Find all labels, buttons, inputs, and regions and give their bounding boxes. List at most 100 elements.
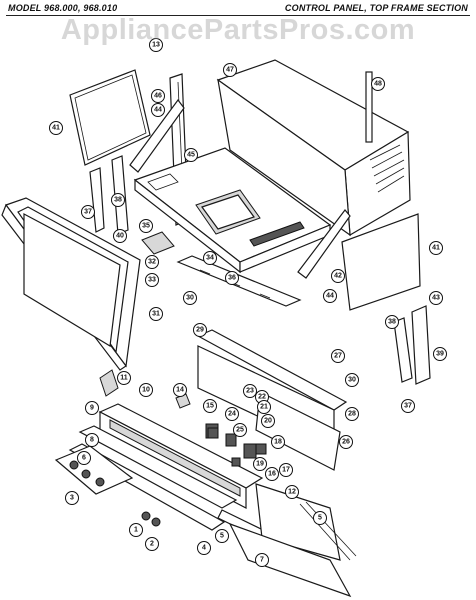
callout-label: 22 [258,394,266,401]
rear-wiring-cover [255,391,341,471]
callout-label: 1 [134,527,138,534]
right-upright-channel [393,317,413,383]
callout-5: 5 [215,529,229,543]
callout-14: 14 [173,383,187,397]
callout-label: 38 [388,319,396,326]
callout-label: 39 [436,351,444,358]
callout-circle [271,435,285,449]
callout-label: 41 [432,245,440,252]
callout-label: 9 [90,405,94,412]
callout-7: 7 [255,553,269,567]
callout-16: 16 [265,467,279,481]
callout-circle [253,457,267,471]
callout-circle [265,467,279,481]
callout-circle [65,491,79,505]
callout-circle [331,269,345,283]
callout-label: 34 [206,255,214,262]
top-frame-assembly [133,147,332,274]
callout-circle [145,273,159,287]
small-access-plate [141,231,175,255]
callout-label: 37 [404,403,412,410]
callout-circle [139,219,153,233]
callout-circle [255,553,269,567]
callout-19: 19 [253,457,267,471]
callout-circle [243,384,257,398]
callout-label: 11 [120,375,128,382]
callout-circle [113,229,127,243]
callout-label: 32 [148,259,156,266]
callout-circle [145,255,159,269]
callout-39: 39 [433,347,447,361]
callout-label: 7 [260,557,264,564]
section-title: CONTROL PANEL, TOP FRAME SECTION [284,3,468,13]
knob-set-left [54,445,134,495]
callout-label: 12 [288,489,296,496]
callout-10: 10 [139,383,153,397]
callout-2: 2 [145,537,159,551]
left-diagonal-brace [129,98,185,173]
front-door-frame [1,197,141,371]
callout-label: 36 [228,275,236,282]
callout-circle [117,371,131,385]
callout-label: 47 [226,67,234,74]
callout-label: 21 [260,404,268,411]
callout-5: 5 [313,511,327,525]
cabinet-top-wrapper [216,59,411,237]
callout-label: 29 [196,327,204,334]
callout-label: 38 [114,197,122,204]
callout-13: 13 [149,38,163,52]
callout-20: 20 [261,414,275,428]
callout-46: 46 [151,89,165,103]
callout-1: 1 [129,523,143,537]
callout-label: 40 [116,233,124,240]
callout-label: 15 [206,403,214,410]
callout-circle [215,529,229,543]
callout-label: 2 [150,541,154,548]
callout-44: 44 [151,103,165,117]
callout-label: 14 [176,387,184,394]
callout-label: 25 [236,427,244,434]
left-upright-channel [89,167,105,233]
callout-circle [401,399,415,413]
callout-label: 6 [82,455,86,462]
callout-label: 17 [282,467,290,474]
callout-circle [49,121,63,135]
callout-circle [429,241,443,255]
right-outer-upright [411,305,431,385]
callout-31: 31 [149,307,163,321]
callout-33: 33 [145,273,159,287]
callout-circle [385,315,399,329]
callout-label: 3 [70,495,74,502]
callout-41: 41 [429,241,443,255]
callout-circle [323,289,337,303]
callout-circle [184,148,198,162]
callout-label: 35 [142,223,150,230]
callout-circle [77,451,91,465]
callout-3: 3 [65,491,79,505]
callout-circle [223,63,237,77]
callout-24: 24 [225,407,239,421]
callout-37: 37 [401,399,415,413]
callout-circle [81,205,95,219]
callout-4: 4 [197,541,211,555]
callout-30: 30 [183,291,197,305]
callout-label: 5 [318,515,322,522]
callout-38: 38 [385,315,399,329]
callout-label: 31 [152,311,160,318]
callout-label: 4 [202,545,206,552]
callout-circle [173,383,187,397]
callout-circle [331,349,345,363]
bottom-strip [228,522,352,598]
callout-44: 44 [323,289,337,303]
main-control-panel [98,403,264,509]
callout-21: 21 [257,400,271,414]
header-divider [6,15,470,16]
callout-11: 11 [117,371,131,385]
callout-circle [285,485,299,499]
callout-28: 28 [345,407,359,421]
callout-label: 10 [142,387,150,394]
callout-circle [225,271,239,285]
callout-label: 30 [348,377,356,384]
callout-label: 45 [187,152,195,159]
